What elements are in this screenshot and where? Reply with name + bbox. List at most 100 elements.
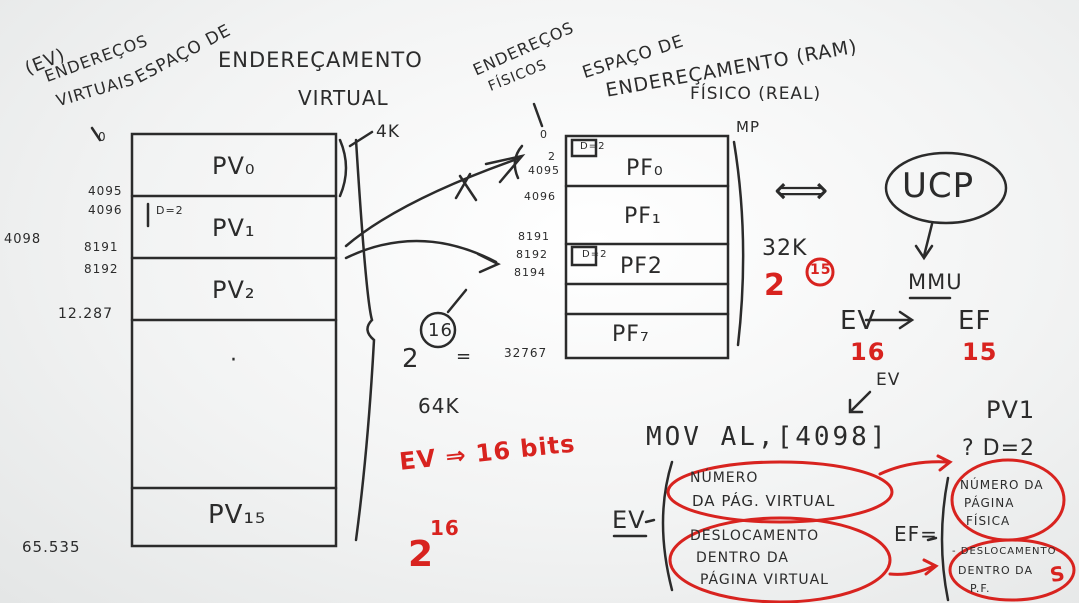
bidirectional-arrow: ⟺ <box>774 168 830 212</box>
brace-physical <box>732 140 745 347</box>
vaddr-4095: 4095 <box>88 184 123 198</box>
pf-offset-line3: P.F. <box>970 582 991 595</box>
size-32k: 32K <box>762 236 808 261</box>
offset-line2: DENTRO DA <box>696 550 789 566</box>
paddr-8194: 8194 <box>514 266 546 279</box>
paddr-4095: 4095 <box>528 164 560 177</box>
offset-line3: PÁGINA VIRTUAL <box>700 572 829 588</box>
paddr-2: 2 <box>548 150 556 163</box>
pow15-base: 2 <box>764 268 786 303</box>
virtual-memory-block <box>130 132 338 548</box>
pf2-label: PF2 <box>620 254 663 279</box>
vaddr-4098: 4098 <box>4 232 42 247</box>
fisico-real-label: FÍSICO (REAL) <box>690 84 822 104</box>
vaddr-4096: 4096 <box>88 203 123 217</box>
exp15-circle <box>805 257 835 287</box>
pf0-label: PF₀ <box>626 156 664 181</box>
vaddr-0: 0 <box>98 130 107 144</box>
ev-bits-16: 16 <box>850 338 886 366</box>
pf-offset-line1: - DESLOCAMENTO <box>952 546 1057 557</box>
ef-label-mmu: EF <box>958 306 992 336</box>
ellipsis-dots: · <box>230 348 238 373</box>
pv0-label: PV₀ <box>212 152 256 180</box>
pf1-label: PF₁ <box>624 204 662 229</box>
arrowhead <box>898 310 915 330</box>
enderecamento-label: ENDEREÇAMENTO <box>218 48 423 72</box>
ev-fields-label: EV <box>612 506 646 534</box>
cross-mark <box>454 172 478 202</box>
pow15-exp: 15 <box>810 262 832 278</box>
pv1-note: PV1 <box>986 396 1036 424</box>
paddr-8192: 8192 <box>516 248 548 261</box>
pf0-offset-note: D=2 <box>580 141 606 152</box>
paddr-0: 0 <box>540 128 548 141</box>
ev-pow-exp: 16 <box>430 516 460 540</box>
pv1-label: PV₁ <box>212 214 256 242</box>
exp16-circle <box>419 311 457 349</box>
ucp-label: UCP <box>902 166 975 206</box>
mmu-label: MMU <box>908 270 963 294</box>
brace-4k <box>338 138 348 198</box>
brace-virtual-space <box>354 138 376 542</box>
ef-fields-label: EF= <box>894 522 938 546</box>
vaddr-8192: 8192 <box>84 262 119 276</box>
ucp-circle <box>884 151 1008 225</box>
vaddr-8191: 8191 <box>84 240 119 254</box>
paddr-4096: 4096 <box>524 190 556 203</box>
offset-line1: DESLOCAMENTO <box>690 528 820 544</box>
pf2-offset-note: D=2 <box>582 249 608 260</box>
paddr-32767: 32767 <box>504 346 548 360</box>
map-arrow-pv1-pf2 <box>344 239 498 264</box>
paddr-8191: 8191 <box>518 230 550 243</box>
ev-pow-base: 2 <box>408 534 435 575</box>
brace-ev <box>644 460 674 592</box>
arrow-ev-mov <box>850 390 872 412</box>
page-number-ellipse <box>666 460 894 524</box>
brace-4k-tick <box>348 130 374 148</box>
equals-sign: = <box>456 346 473 367</box>
pf7-label: PF₇ <box>612 322 650 347</box>
pow16-base: 2 <box>402 344 420 374</box>
pf-number-line3: FÍSICA <box>966 514 1011 528</box>
red-arrowhead <box>936 454 953 472</box>
arrow-ucp-mmu <box>922 222 934 258</box>
red-arrow-offset <box>888 564 936 576</box>
ev-note: EV <box>876 370 901 390</box>
offset-ellipse <box>668 516 892 603</box>
arrow-2-16 <box>446 288 468 314</box>
red-arrowhead <box>922 558 939 576</box>
size-4k-label: 4K <box>376 122 400 142</box>
pv2-label: PV₂ <box>212 276 256 304</box>
offset-box <box>570 245 598 267</box>
pf-offset-ellipse <box>948 538 1076 602</box>
mp-label: MP <box>736 118 760 136</box>
arrowhead <box>848 398 864 414</box>
arrow-ev-0 <box>90 126 102 142</box>
page-number-line2: DA PÁG. VIRTUAL <box>692 492 836 510</box>
ev-label-mmu: EV <box>840 306 877 336</box>
pow16-exp: 16 <box>428 320 453 341</box>
pf-number-line2: PÁGINA <box>964 496 1015 510</box>
map-arrow-pv1-pf0 <box>344 156 522 248</box>
vaddr-12287: 12.287 <box>58 306 113 322</box>
page-number-line1: NÚMERO <box>690 470 759 486</box>
pf-number-line1: NÚMERO DA <box>960 478 1044 492</box>
pv15-label: PV₁₅ <box>208 500 267 530</box>
vaddr-65535: 65.535 <box>22 538 81 556</box>
pf-offset-line2: DENTRO DA <box>958 564 1033 577</box>
mov-instruction: MOV AL,[4098] <box>646 422 889 452</box>
red-arrow-page <box>878 460 950 476</box>
physical-memory-block <box>564 134 730 360</box>
map-arrowhead <box>484 153 526 184</box>
ef-bits-15: 15 <box>962 338 998 366</box>
size-64k: 64K <box>418 394 460 418</box>
pv1-offset-note: D=2 <box>156 204 184 217</box>
brace-ef <box>926 476 950 602</box>
virtual-label: VIRTUAL <box>298 86 389 110</box>
arrowhead <box>914 244 934 261</box>
offset-box <box>570 138 598 158</box>
arrow-ef-0 <box>532 102 544 128</box>
map-arrowhead <box>476 252 501 274</box>
